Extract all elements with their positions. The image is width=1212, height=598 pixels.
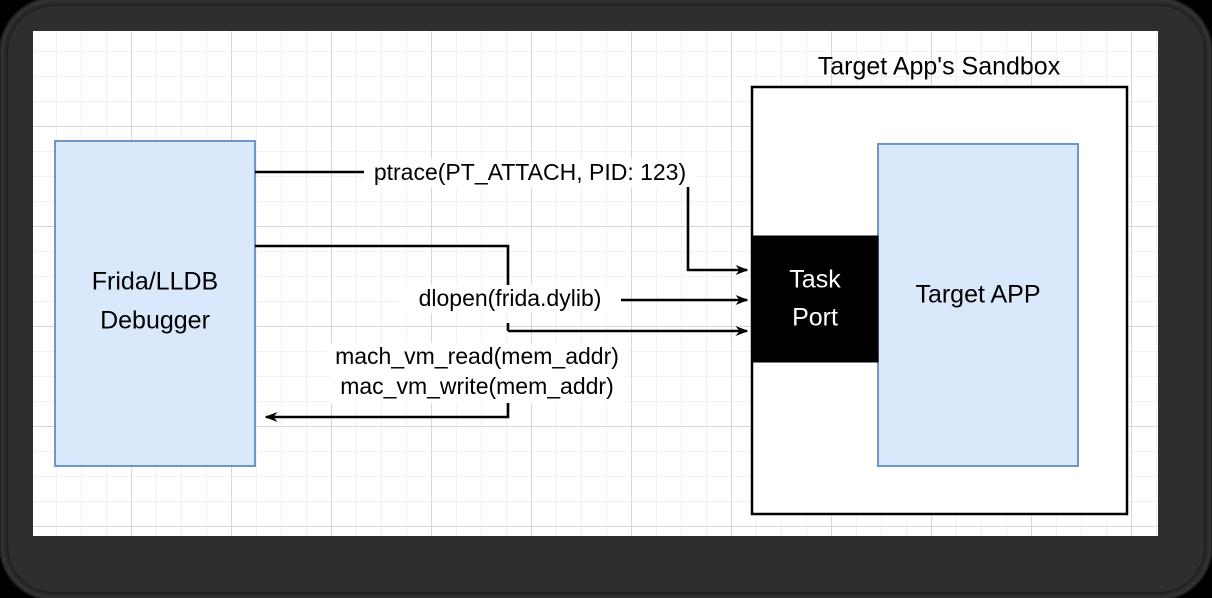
edge-label-mac-vm-write-group: mac_vm_write(mem_addr) <box>330 373 624 403</box>
edge-label-mach-vm-read: mach_vm_read(mem_addr) <box>335 343 619 369</box>
debugger-box[interactable] <box>54 140 256 467</box>
edge-label-mac-vm-write: mac_vm_write(mem_addr) <box>340 373 614 399</box>
edge-label-dlopen-group: dlopen(frida.dylib) <box>399 285 621 313</box>
debugger-label-line2: Debugger <box>100 307 210 335</box>
diagram-svg: Target App's Sandbox Target APP Frida/LL… <box>54 53 1129 516</box>
edge-label-dlopen: dlopen(frida.dylib) <box>419 285 602 311</box>
task-port-label-line2: Port <box>792 304 838 332</box>
edge-label-ptrace: ptrace(PT_ATTACH, PID: 123) <box>374 159 686 185</box>
target-app-box[interactable] <box>877 143 1079 467</box>
edge-dlopen <box>255 244 749 305</box>
diagram-canvas: Target App's Sandbox Target APP Frida/LL… <box>33 31 1158 536</box>
edge-label-mach-vm-read-group: mach_vm_read(mem_addr) <box>326 343 628 373</box>
task-port-box[interactable] <box>751 235 879 363</box>
node-target-app[interactable]: Target APP <box>877 143 1079 467</box>
node-task-port[interactable]: Task Port <box>751 235 879 363</box>
edge-dlopen-path <box>255 244 749 305</box>
edge-mach-vm-read <box>506 323 749 336</box>
edge-label-ptrace-group: ptrace(PT_ATTACH, PID: 123) <box>364 159 696 187</box>
task-port-label-line1: Task <box>789 266 841 294</box>
edge-ptrace-arrow <box>686 172 749 275</box>
debugger-label-line1: Frida/LLDB <box>92 268 218 296</box>
node-debugger[interactable]: Frida/LLDB Debugger <box>54 140 256 467</box>
sandbox-title: Target App's Sandbox <box>818 53 1061 81</box>
target-app-label: Target APP <box>915 281 1040 309</box>
